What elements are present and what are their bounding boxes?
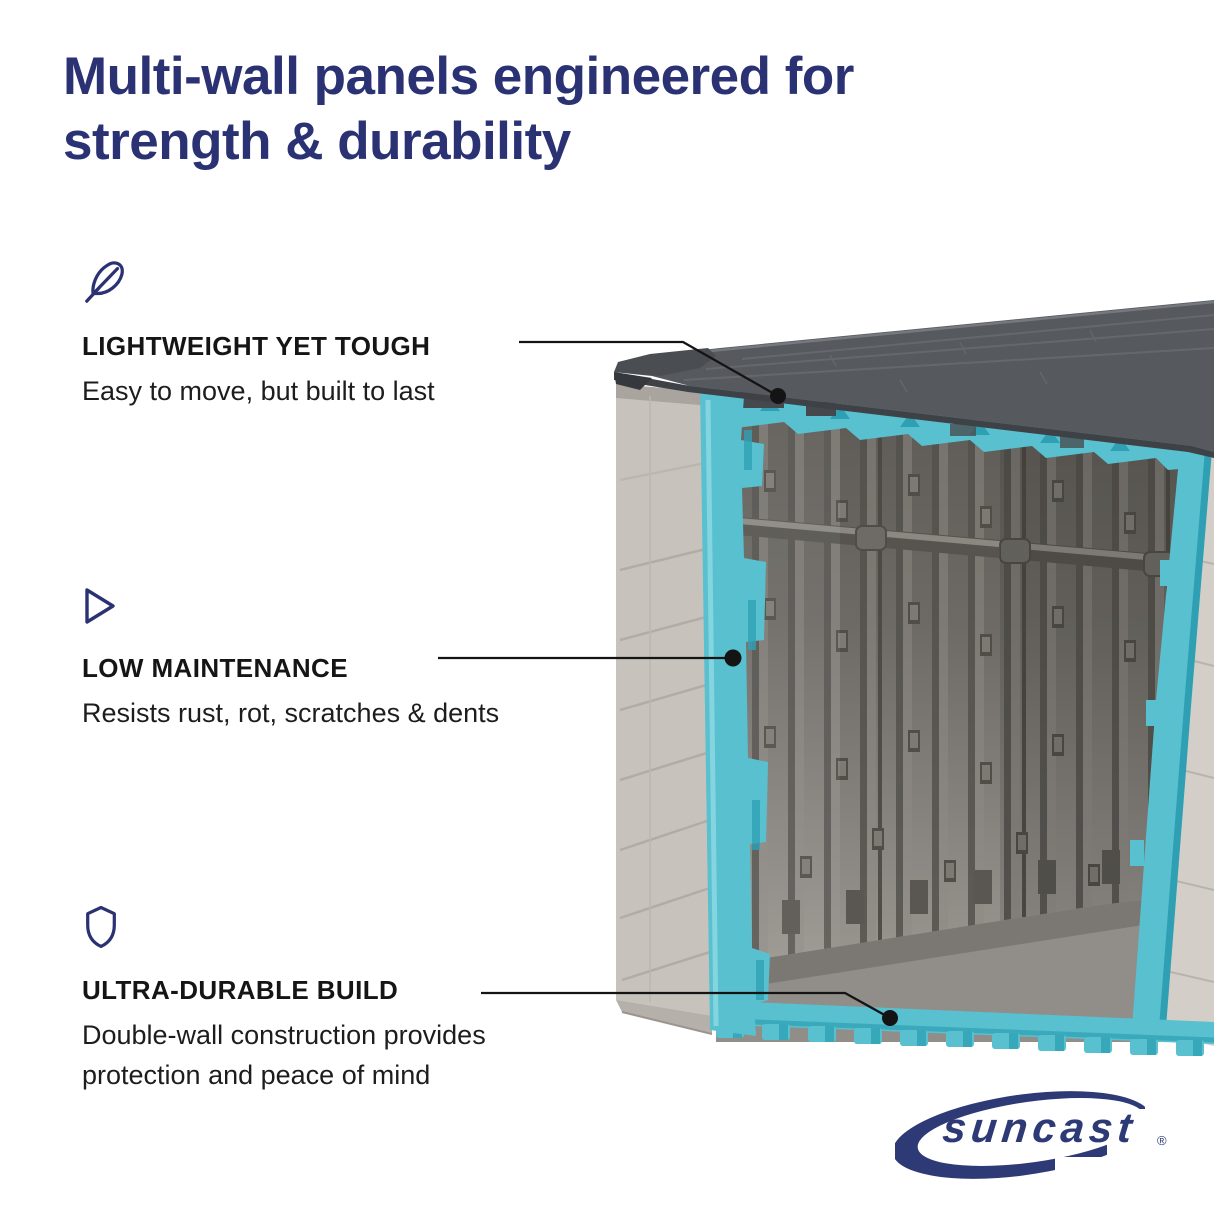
feature-lightweight: LIGHTWEIGHT YET TOUGH Easy to move, but … (82, 258, 682, 411)
shed-cutaway-illustration (614, 300, 1214, 1056)
feature-heading: LIGHTWEIGHT YET TOUGH (82, 331, 431, 361)
logo-swoosh (895, 1085, 1195, 1180)
page-title-line2: strength & durability (63, 112, 571, 171)
play-triangle-icon (82, 584, 512, 633)
logo-wordmark: suncast (940, 1104, 1140, 1151)
feature-low-maintenance: LOW MAINTENANCE Resists rust, rot, scrat… (82, 584, 512, 733)
feature-description: Double-wall construction provides protec… (82, 1020, 486, 1090)
feature-description: Easy to move, but built to last (82, 376, 435, 406)
left-wall-outer (616, 384, 713, 1035)
teal-cut-edge-right (1130, 448, 1212, 1035)
registered-trademark-symbol: ® (1157, 1133, 1167, 1148)
page-title: Multi-wall panels engineered for strengt… (63, 44, 854, 174)
feature-heading: LOW MAINTENANCE (82, 653, 348, 683)
feather-icon (82, 258, 682, 311)
suncast-logo: suncast ® (895, 1085, 1195, 1180)
shield-icon (82, 904, 602, 955)
page-title-line1: Multi-wall panels engineered for (63, 47, 854, 106)
feature-description: Resists rust, rot, scratches & dents (82, 698, 500, 728)
feature-heading: ULTRA-DURABLE BUILD (82, 975, 399, 1005)
teal-cut-edge-left (700, 390, 770, 1036)
feature-ultra-durable: ULTRA-DURABLE BUILD Double-wall construc… (82, 904, 602, 1095)
